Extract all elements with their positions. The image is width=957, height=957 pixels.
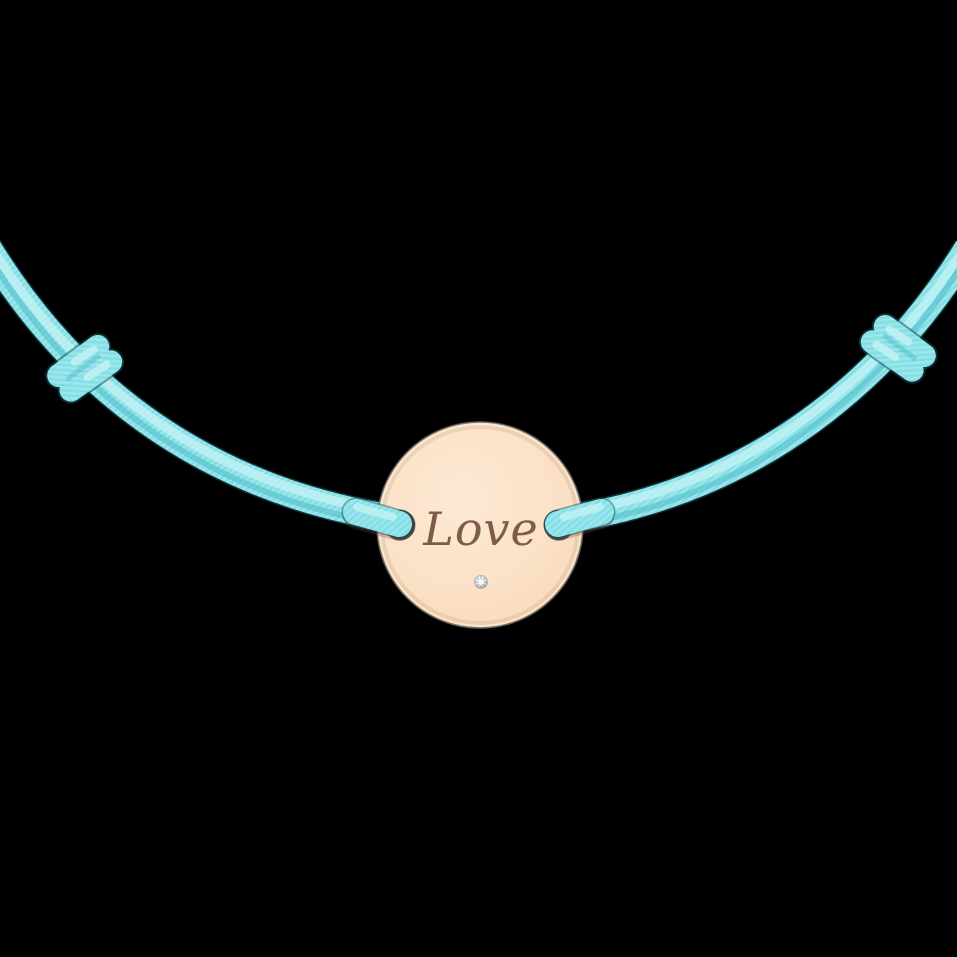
diamond-gem-facets — [474, 575, 488, 589]
cord-end-right-texture — [545, 499, 614, 537]
diamond-gem — [474, 575, 488, 589]
cord-end-right-highlight — [560, 503, 604, 521]
pendant-engraving: Love — [422, 502, 538, 556]
diamond-gem-table — [478, 579, 484, 585]
cord-end-left-texture — [343, 499, 412, 537]
cord-ends — [341, 497, 616, 541]
cord-end-left-highlight — [353, 503, 397, 521]
